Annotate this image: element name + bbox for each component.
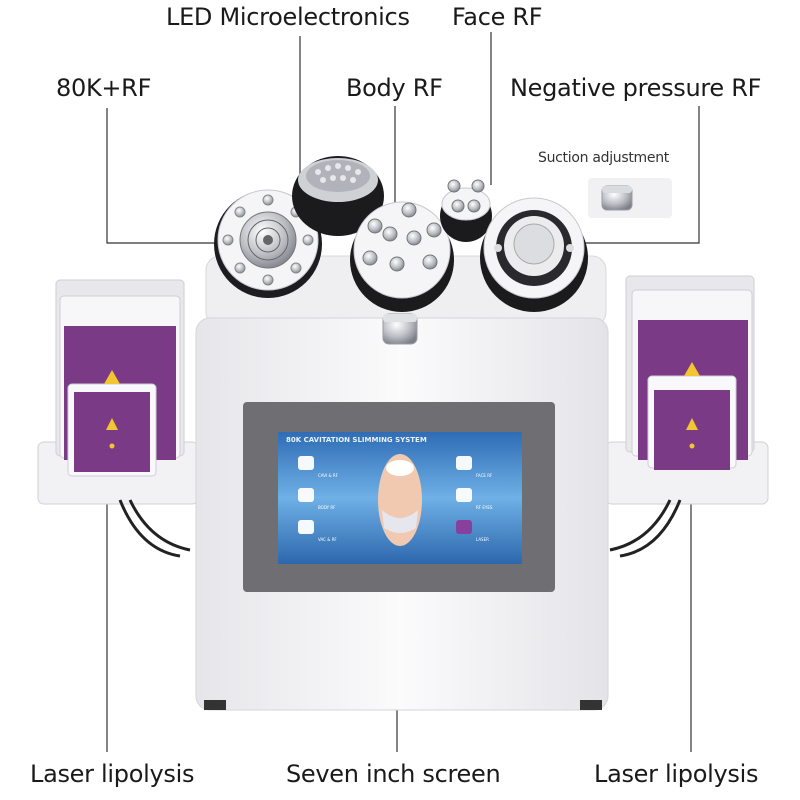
screen-title: 80K CAVITATION SLIMMING SYSTEM <box>286 436 427 444</box>
screen-assembly: 80K CAVITATION SLIMMING SYSTEM CAVI & RF… <box>243 402 555 592</box>
left-pad-holder <box>37 279 199 558</box>
handpiece-80k-rf <box>214 189 322 298</box>
screen-menu-item: BODY RF <box>318 505 336 510</box>
label-face-rf: Face RF <box>452 3 543 31</box>
screen-menu-item: LASER <box>476 537 489 542</box>
label-laser-lipolysis-right: Laser lipolysis <box>594 760 759 788</box>
suction-knob-inset <box>588 178 672 218</box>
handpiece-body-rf <box>350 201 454 312</box>
label-body-rf: Body RF <box>346 74 443 102</box>
leader-negative <box>575 106 700 244</box>
leader-80k <box>106 108 228 244</box>
handpiece-negative-pressure-rf <box>480 197 588 312</box>
handpiece-face-rf <box>440 179 492 242</box>
label-negative-pressure-rf: Negative pressure RF <box>510 74 762 102</box>
screen-menu-item: RF EYES <box>476 505 493 510</box>
label-laser-lipolysis-left: Laser lipolysis <box>30 760 195 788</box>
screen-menu-item: VAC & RF <box>318 537 337 542</box>
screen-menu-item: FACE RF <box>476 473 493 478</box>
label-led-microelectronics: LED Microelectronics <box>166 3 410 31</box>
menu-icons <box>298 456 472 534</box>
label-80k-rf: 80K+RF <box>56 74 152 102</box>
right-pad-holder <box>605 275 769 558</box>
handpiece-led-microelectronics <box>292 156 384 236</box>
label-seven-inch-screen: Seven inch screen <box>286 760 501 788</box>
label-suction-adjustment: Suction adjustment <box>538 150 669 166</box>
screen-menu-item: CAVI & RF <box>318 473 339 478</box>
